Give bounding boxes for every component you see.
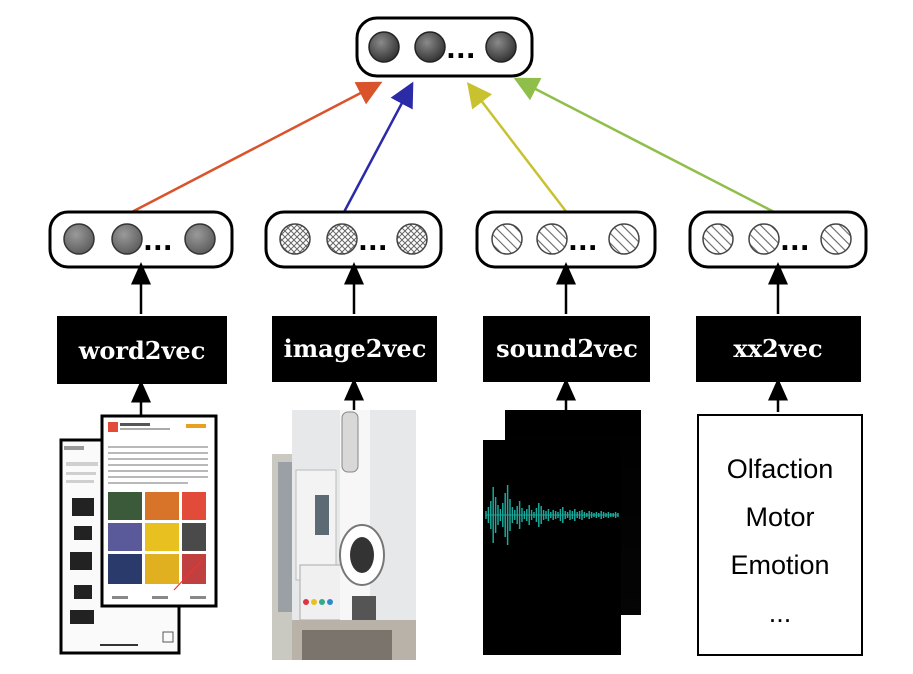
xx-node [702, 223, 734, 255]
other-modalities-box: Olfaction Motor Emotion ... [697, 414, 863, 656]
image-ellipsis: ... [358, 227, 388, 257]
fused-node [414, 31, 446, 63]
word-ellipsis: ... [143, 227, 173, 257]
image-node [396, 223, 428, 255]
word2vec-box: word2vec [57, 316, 227, 384]
xx-vector: ... [688, 210, 868, 269]
modality-motor: Motor [745, 502, 814, 532]
image-node [326, 223, 358, 255]
sound-node [608, 223, 640, 255]
fused-node [368, 31, 400, 63]
sound-node [491, 223, 523, 255]
xx-ellipsis: ... [780, 227, 810, 257]
image-node [279, 223, 311, 255]
image-fusion-arrow [341, 81, 414, 215]
xx-fusion-arrow [513, 77, 779, 216]
photo-icon [272, 410, 416, 660]
sound-node [536, 223, 568, 255]
xx2vec-label: xx2vec [733, 334, 822, 363]
word-fusion-arrow [127, 81, 383, 216]
word-node [111, 223, 143, 255]
encoder-arrows [131, 262, 788, 314]
image-vector: ... [264, 210, 443, 269]
xx-node [748, 223, 780, 255]
waveform-icon [483, 410, 641, 655]
modality-more: ... [769, 598, 792, 628]
sound-ellipsis: ... [568, 227, 598, 257]
word-node [184, 223, 216, 255]
input-arrows [131, 378, 788, 416]
sound2vec-label: sound2vec [496, 334, 638, 363]
sound-vector: ... [475, 210, 657, 269]
fused-node [485, 31, 517, 63]
modality-emotion: Emotion [730, 550, 829, 580]
fused-vector: ... [355, 16, 534, 78]
fused-ellipsis: ... [446, 35, 476, 65]
xx-node [820, 223, 852, 255]
sound2vec-box: sound2vec [483, 316, 650, 382]
word2vec-label: word2vec [78, 336, 206, 365]
image2vec-box: image2vec [272, 316, 437, 382]
waveform-trace [485, 485, 619, 545]
image2vec-label: image2vec [284, 334, 427, 363]
sound-fusion-arrow [466, 82, 569, 215]
word-vector: ... [48, 210, 234, 269]
xx2vec-box: xx2vec [696, 316, 861, 382]
fusion-arrows [127, 77, 779, 216]
phone-screenshot-icon [59, 414, 218, 655]
modality-olfaction: Olfaction [727, 454, 834, 484]
word-node [63, 223, 95, 255]
